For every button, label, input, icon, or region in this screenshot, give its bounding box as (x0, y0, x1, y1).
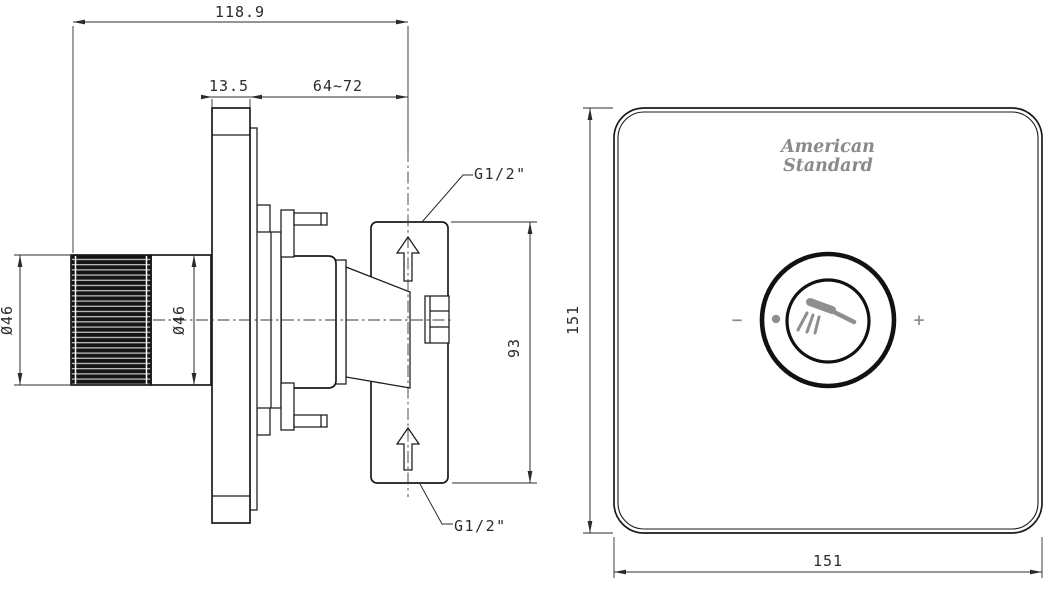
outlet-port (424, 295, 450, 344)
inlet-label-bottom: G1/2" (419, 483, 507, 535)
hand-shower-icon (796, 298, 857, 335)
backing-plate (249, 127, 258, 511)
dim-text-plate-width: 151 (813, 552, 843, 570)
minus-icon: − (731, 311, 744, 329)
dim-plate-height: 151 (564, 107, 613, 534)
dim-knob-diameter: Ø46 (0, 254, 70, 386)
dim-text-knob-diameter: Ø46 (0, 305, 16, 335)
dial-inner-ring (785, 278, 871, 364)
dim-plate-and-depth-range: 13.5 64~72 (201, 77, 408, 127)
dim-text-trim-diameter: Ø46 (170, 305, 188, 335)
inlet-label-top-text: G1/2" (474, 165, 527, 183)
dial-index-dot (771, 314, 781, 324)
escutcheon-plate-side (211, 107, 251, 524)
dim-body-height: 93 (451, 221, 537, 484)
inlet-label-bottom-text: G1/2" (454, 517, 507, 535)
control-knob (70, 254, 152, 386)
dim-text-plate-thickness: 13.5 (209, 77, 249, 95)
brand-logo-line2: Standard (783, 156, 873, 176)
dim-text-depth-range: 64~72 (313, 77, 363, 95)
dim-trim-diameter: Ø46 (170, 255, 197, 385)
dim-text-overall-depth: 118.9 (215, 3, 265, 21)
brand-logo: American Standard (779, 137, 875, 176)
inlet-label-top: G1/2" (421, 165, 527, 223)
side-view: 118.9 13.5 64~72 Ø46 Ø46 (0, 3, 537, 535)
flow-arrow-up-bottom-icon (395, 426, 421, 471)
mounting-screw-bottom (256, 382, 328, 436)
escutcheon-plate-inner-edge (617, 111, 1039, 530)
brand-logo-line1: American (779, 137, 875, 157)
plus-icon: + (913, 311, 926, 329)
cartridge-cylinder (280, 255, 337, 389)
dim-text-body-height: 93 (505, 338, 523, 358)
dim-text-plate-height: 151 (564, 305, 582, 335)
mounting-screw-top (256, 204, 328, 258)
front-view: American Standard − + 151 (564, 107, 1043, 578)
dim-overall-depth: 118.9 (72, 3, 409, 253)
dim-plate-width: 151 (613, 537, 1043, 578)
